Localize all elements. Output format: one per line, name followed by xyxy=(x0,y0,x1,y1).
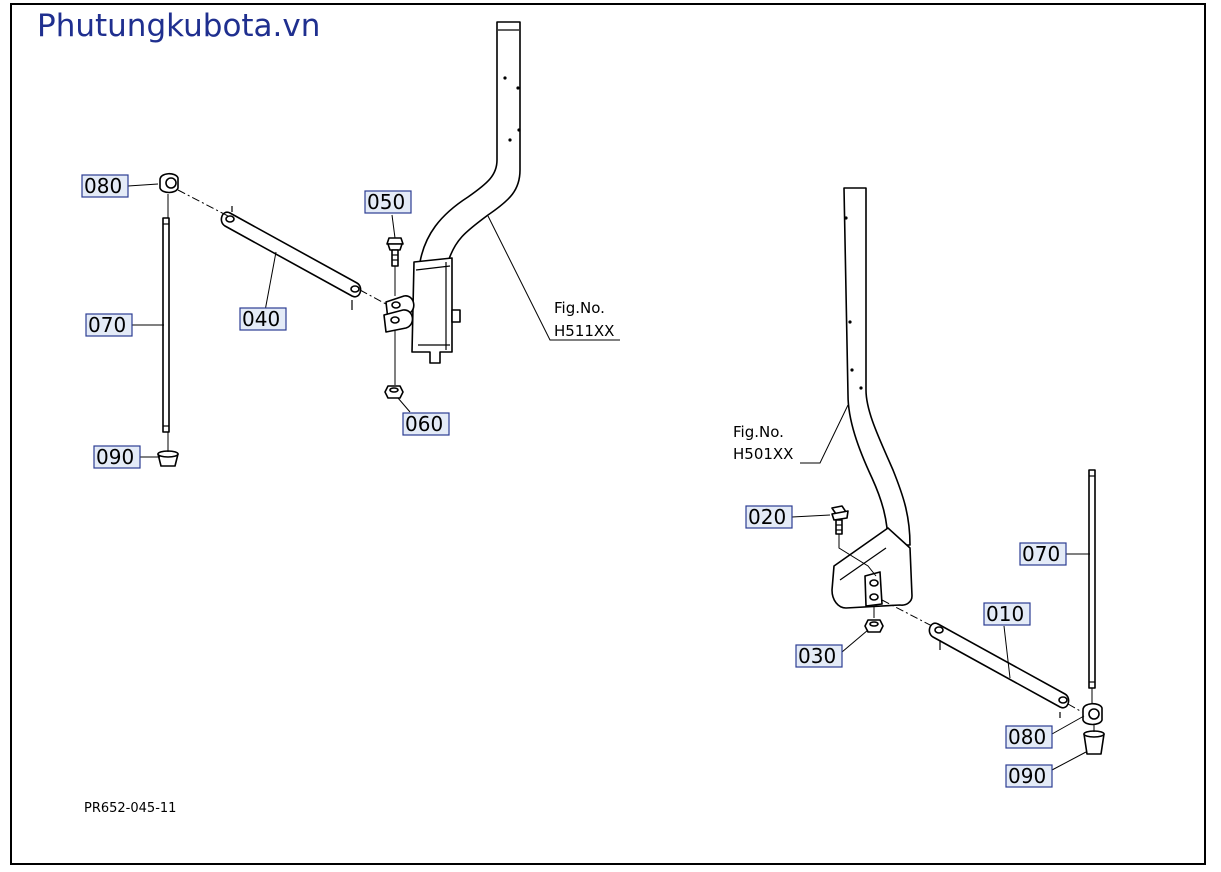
rod-010 xyxy=(928,622,1070,718)
clevis-plate-upper xyxy=(383,295,415,333)
bolt-020 xyxy=(831,505,849,535)
bolt-050 xyxy=(386,237,404,267)
callout-010[interactable]: 010 xyxy=(983,602,1031,626)
svg-text:090: 090 xyxy=(96,445,134,469)
svg-text:090: 090 xyxy=(1008,764,1046,788)
callout-080-right[interactable]: 080 xyxy=(1005,725,1053,749)
svg-text:070: 070 xyxy=(88,313,126,337)
callout-090-right[interactable]: 090 xyxy=(1005,764,1053,788)
callout-080-left[interactable]: 080 xyxy=(81,174,129,198)
frame-bracket-channel xyxy=(411,257,461,364)
drawing-frame xyxy=(10,3,1206,865)
callout-060[interactable]: 060 xyxy=(402,412,450,436)
svg-text:020: 020 xyxy=(748,505,786,529)
callout-040[interactable]: 040 xyxy=(239,307,287,331)
frame-upper-pipe xyxy=(419,21,521,263)
mounting-bracket-lower xyxy=(831,527,913,609)
callout-070-right[interactable]: 070 xyxy=(1019,542,1067,566)
svg-text:Fig.No.: Fig.No. xyxy=(554,299,605,317)
nut-060 xyxy=(384,385,404,399)
svg-text:030: 030 xyxy=(798,644,836,668)
svg-text:010: 010 xyxy=(986,602,1024,626)
callout-020[interactable]: 020 xyxy=(745,505,793,529)
callout-090-left[interactable]: 090 xyxy=(93,445,141,469)
svg-text:070: 070 xyxy=(1022,542,1060,566)
callout-050[interactable]: 050 xyxy=(364,190,412,214)
svg-text:Fig.No.: Fig.No. xyxy=(733,423,784,441)
svg-text:060: 060 xyxy=(405,412,443,436)
fig-ref-lower[interactable]: Fig.No. H501XX xyxy=(733,423,793,463)
callout-070-left[interactable]: 070 xyxy=(85,313,133,337)
cap-090-right xyxy=(1083,730,1105,755)
cap-090-left xyxy=(157,450,179,467)
nut-030 xyxy=(864,619,884,633)
svg-text:040: 040 xyxy=(242,307,280,331)
swivel-joint-080-right xyxy=(1082,702,1103,726)
svg-text:H501XX: H501XX xyxy=(733,445,793,463)
svg-text:050: 050 xyxy=(367,190,405,214)
svg-text:080: 080 xyxy=(1008,725,1046,749)
fig-ref-upper[interactable]: Fig.No. H511XX xyxy=(554,299,614,340)
frame-lower-pipe xyxy=(843,187,911,546)
rod-040 xyxy=(220,206,362,310)
callout-030[interactable]: 030 xyxy=(795,644,843,668)
long-rod-070-right xyxy=(1088,469,1096,689)
svg-text:H511XX: H511XX xyxy=(554,322,614,340)
drawing-code: PR652-045-11 xyxy=(84,801,176,816)
svg-text:080: 080 xyxy=(84,174,122,198)
swivel-joint-080-left xyxy=(159,172,179,194)
watermark-logo: Phutungkubota.vn xyxy=(37,8,320,44)
